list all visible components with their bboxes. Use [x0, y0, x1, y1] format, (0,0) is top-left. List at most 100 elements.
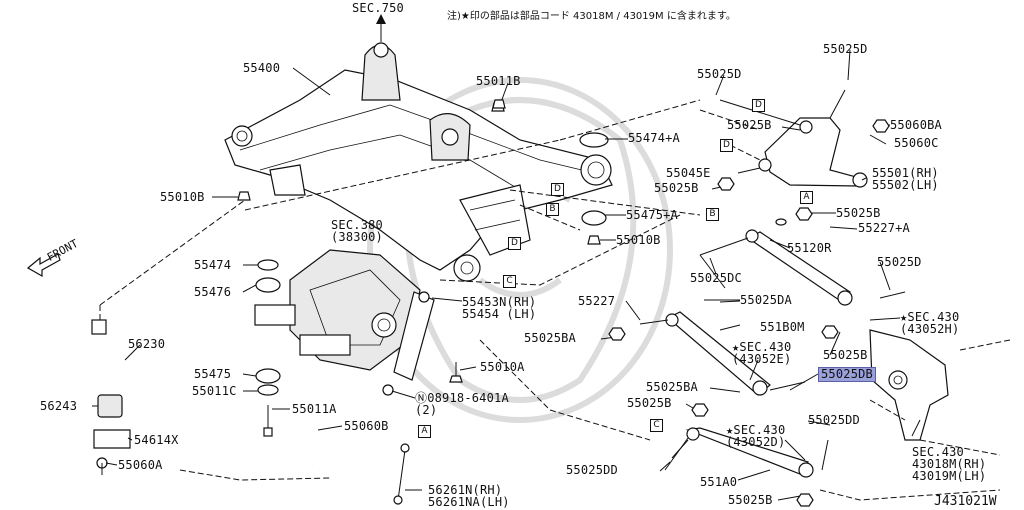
- link-55120r[interactable]: [699, 229, 853, 306]
- knuckle-43018m[interactable]: [869, 329, 949, 441]
- bushing-56243[interactable]: [93, 394, 131, 475]
- part-label-line: ★SEC.430: [900, 310, 960, 324]
- part-label-p55475[interactable]: 55475: [194, 368, 231, 381]
- part-label-p55010b_r[interactable]: 55010B: [616, 234, 661, 247]
- part-label-p56230[interactable]: 56230: [128, 338, 165, 351]
- part-label-p55120r[interactable]: 55120R: [787, 242, 832, 255]
- upper-arm-55501[interactable]: [719, 89, 868, 188]
- part-label-line: (43052D): [726, 435, 786, 449]
- part-label-p55011a[interactable]: 55011A: [292, 403, 337, 416]
- part-label-p55025b_5[interactable]: 55025B: [627, 397, 672, 410]
- part-label-line: 43019M(LH): [912, 469, 987, 483]
- subframe-55400[interactable]: [224, 42, 613, 282]
- part-label-line: 55025DA: [740, 293, 792, 307]
- part-label-p08918[interactable]: Ⓝ08918-6401A(2): [415, 392, 509, 416]
- part-label-p55227[interactable]: 55227: [578, 295, 615, 308]
- part-label-p55060a[interactable]: 55060A: [118, 459, 163, 472]
- part-label-line: 55025B: [823, 348, 868, 362]
- part-label-p55025dd_r[interactable]: 55025DD: [808, 414, 860, 427]
- part-label-line: ★SEC.430: [726, 423, 786, 437]
- part-label-p55025db[interactable]: 55025DB: [818, 367, 876, 382]
- part-label-line: 55025D: [877, 255, 922, 269]
- part-label-p55025da[interactable]: 55025DA: [740, 294, 792, 307]
- part-label-line: 55011C: [192, 384, 237, 398]
- part-label-p55474a[interactable]: 55474+A: [628, 132, 680, 145]
- part-label-sec430_e[interactable]: ★SEC.430(43052E): [732, 341, 791, 365]
- part-label-line: 55400: [243, 61, 281, 75]
- part-label-sec750[interactable]: SEC.750: [352, 2, 404, 15]
- part-label-p55025d_l[interactable]: 55025D: [697, 68, 742, 81]
- part-label-line: 55025B: [654, 181, 699, 195]
- part-label-p55025dc[interactable]: 55025DC: [690, 272, 742, 285]
- part-label-line: (38300): [331, 230, 383, 244]
- part-label-p55025b_6[interactable]: 55025B: [728, 494, 773, 507]
- part-label-p551a0[interactable]: 551A0: [700, 476, 737, 489]
- connecting-rod-56261n[interactable]: [393, 443, 410, 505]
- part-label-p55476[interactable]: 55476: [194, 286, 231, 299]
- part-label-p55060ba[interactable]: 55060BA: [890, 119, 942, 132]
- part-label-p55474[interactable]: 55474: [194, 259, 231, 272]
- part-label-line: (43052H): [900, 322, 960, 336]
- part-label-p55011b[interactable]: 55011B: [476, 75, 521, 88]
- part-label-p551b0m[interactable]: 551B0M: [760, 321, 805, 334]
- part-label-line: SEC.430: [912, 445, 964, 459]
- part-label-line: Ⓝ08918-6401A: [415, 391, 509, 405]
- part-label-p55010b_l[interactable]: 55010B: [160, 191, 205, 204]
- part-label-p55025d_r[interactable]: 55025D: [877, 256, 922, 269]
- part-label-sec380[interactable]: SEC.380(38300): [331, 219, 383, 243]
- part-label-line: 55060C: [894, 136, 939, 150]
- part-label-p55025b_2[interactable]: 55025B: [654, 182, 699, 195]
- part-label-line: 55454 (LH): [462, 307, 537, 321]
- part-label-p55045e[interactable]: 55045E: [666, 167, 711, 180]
- part-label-p55025dd_l[interactable]: 55025DD: [566, 464, 618, 477]
- part-label-p54614x[interactable]: 54614X: [134, 434, 179, 447]
- part-label-p55227a[interactable]: 55227+A: [858, 222, 910, 235]
- part-label-sec430_d[interactable]: ★SEC.430(43052D): [726, 424, 785, 448]
- part-label-p55025ba_1[interactable]: 55025BA: [524, 332, 576, 345]
- part-label-p55060b[interactable]: 55060B: [344, 420, 389, 433]
- part-label-line: (43052E): [732, 352, 792, 366]
- part-label-line: 55010A: [480, 360, 525, 374]
- part-label-line: 55227: [578, 294, 616, 308]
- part-label-p55475a[interactable]: 55475+A: [626, 209, 678, 222]
- part-label-line: 56261N(RH): [428, 483, 503, 497]
- part-label-p55025b_4[interactable]: 55025B: [823, 349, 868, 362]
- leader-lines: [92, 49, 921, 501]
- part-label-line: 551B0M: [760, 320, 805, 334]
- part-label-line: ★SEC.430: [732, 340, 792, 354]
- ref-box: D: [551, 183, 564, 196]
- part-label-p55025d_top[interactable]: 55025D: [823, 43, 868, 56]
- part-label-p55501[interactable]: 55501(RH)55502(LH): [872, 167, 939, 191]
- shock-absorber-55453n[interactable]: [382, 291, 435, 396]
- part-label-line: 55474+A: [628, 131, 680, 145]
- link-551a0[interactable]: [664, 427, 814, 478]
- part-label-p55025ba_2[interactable]: 55025BA: [646, 381, 698, 394]
- part-label-p56261n[interactable]: 56261N(RH)56261NA(LH): [428, 484, 510, 508]
- part-label-line: 55475: [194, 367, 232, 381]
- part-label-line: 55025B: [727, 118, 772, 132]
- part-label-line: 43018M(RH): [912, 457, 987, 471]
- note-text: 注)★印の部品は部品コード 43018M / 43019M に含まれます。: [447, 11, 736, 22]
- fasteners[interactable]: [449, 99, 906, 507]
- part-label-p56243[interactable]: 56243: [40, 400, 77, 413]
- link-551b0m[interactable]: [639, 311, 771, 396]
- part-label-sec430_h[interactable]: ★SEC.430(43052H): [900, 311, 959, 335]
- part-label-p55010a[interactable]: 55010A: [480, 361, 525, 374]
- ref-box: B: [706, 208, 719, 221]
- ref-box: B: [546, 203, 559, 216]
- part-label-p55060c[interactable]: 55060C: [894, 137, 939, 150]
- part-label-p55011c[interactable]: 55011C: [192, 385, 237, 398]
- part-label-p55025b_1[interactable]: 55025B: [727, 119, 772, 132]
- part-label-p55453n[interactable]: 55453N(RH)55454 (LH): [462, 296, 536, 320]
- ref-box: D: [508, 237, 521, 250]
- part-label-line: 55476: [194, 285, 232, 299]
- part-label-line: 55060A: [118, 458, 163, 472]
- differential-sec380[interactable]: [254, 249, 421, 371]
- part-label-p55400[interactable]: 55400: [243, 62, 280, 75]
- part-label-p55025b_3[interactable]: 55025B: [836, 207, 881, 220]
- part-label-line: 56261NA(LH): [428, 495, 510, 509]
- part-label-line: 55025DD: [566, 463, 618, 477]
- mount-insulators[interactable]: [237, 102, 609, 437]
